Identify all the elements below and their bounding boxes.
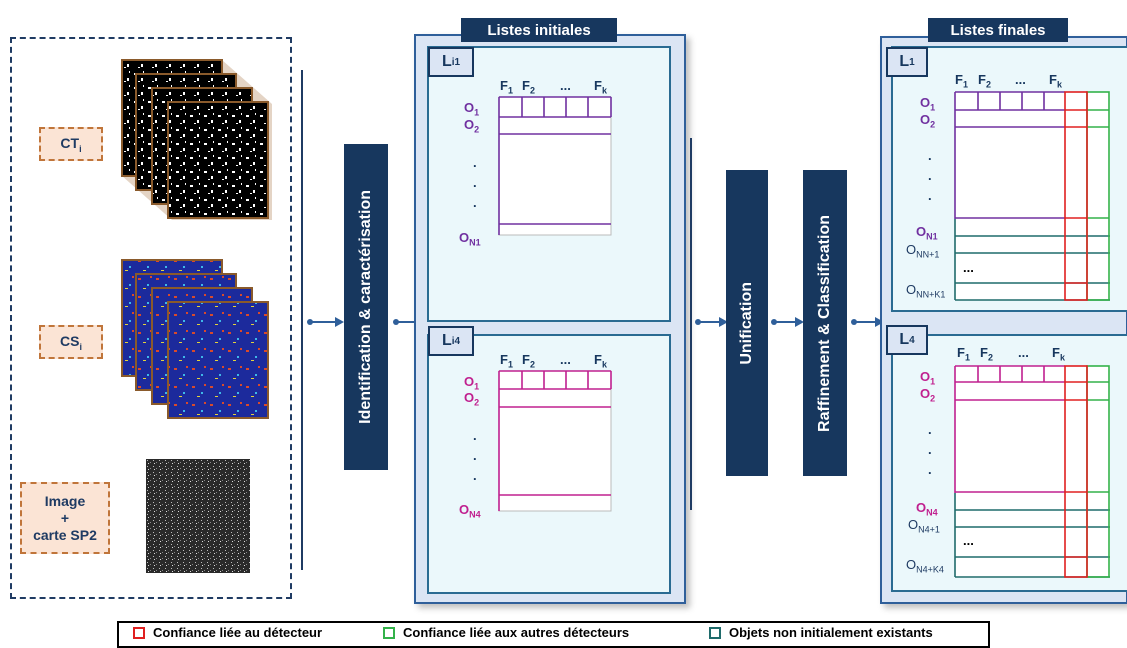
inputs-frame	[10, 37, 292, 599]
ft1-f2: F2	[978, 72, 991, 90]
final-table-1	[954, 91, 1110, 301]
ft1-extra1: ONN+1	[906, 242, 940, 260]
t4-vdot-3: .	[473, 468, 477, 483]
ft4-extra2: ON4+K4	[906, 557, 944, 575]
t1-f2: F2	[522, 78, 535, 96]
legend-label-new-objects: Objets non initialement existants	[729, 625, 933, 640]
t4-vdot-2: .	[473, 448, 477, 463]
cs-label-box: CSi	[39, 325, 103, 359]
ft4-on: ON4	[916, 500, 938, 518]
cs-image-stack	[121, 259, 269, 419]
initial-lists-header: Listes initiales	[461, 18, 617, 42]
t1-o1: O1	[464, 100, 480, 118]
ft4-f1: F1	[957, 345, 970, 363]
raffinement-label: Raffinement & Classification	[816, 214, 833, 432]
cs-label: CSi	[60, 332, 82, 352]
ft4-vdot-2: .	[928, 442, 932, 457]
unification-step: Unification	[726, 170, 768, 476]
final-lists-header: Listes finales	[928, 18, 1068, 42]
legend-label-other-detectors: Confiance liée aux autres détecteurs	[403, 625, 630, 640]
ft1-fk: Fk	[1049, 72, 1062, 90]
ft4-o1: O1	[920, 369, 936, 387]
final-table-4	[954, 365, 1110, 578]
legend-teal-square-icon	[709, 626, 721, 639]
ft1-fdots: ...	[1015, 72, 1026, 87]
t4-fk: Fk	[594, 352, 607, 370]
ct-label: CTi	[60, 134, 82, 154]
image-label-line3: carte SP2	[33, 526, 97, 543]
t1-on: ON1	[459, 230, 481, 248]
image-sp2-label-box: Image + carte SP2	[20, 482, 110, 554]
ft4-fk: Fk	[1052, 345, 1065, 363]
initial-bracket-line	[690, 138, 692, 510]
t4-fdots: ...	[560, 352, 571, 367]
sp2-noise-image	[146, 459, 250, 573]
ft1-f1: F1	[955, 72, 968, 90]
initial-table-4	[498, 370, 612, 512]
ft1-vdot-2: .	[928, 168, 932, 183]
t4-on: ON4	[459, 502, 481, 520]
image-label-line1: Image	[44, 492, 86, 509]
ft1-vdot-3: .	[928, 188, 932, 203]
legend-item-detector: Confiance liée au détecteur	[133, 625, 322, 640]
ft1-vdot-1: .	[928, 148, 932, 163]
t4-vdot-1: .	[473, 428, 477, 443]
raffinement-step: Raffinement & Classification	[803, 170, 847, 476]
t1-vdot-3: .	[473, 195, 477, 210]
t1-f1: F1	[500, 78, 513, 96]
t1-o2: O2	[464, 117, 480, 135]
ft4-vdot-3: .	[928, 462, 932, 477]
t4-o1: O1	[464, 374, 480, 392]
legend-label-detector: Confiance liée au détecteur	[153, 625, 323, 640]
unification-label: Unification	[738, 281, 755, 365]
ft1-extra2: ONN+K1	[906, 282, 946, 300]
arrow-to-final-lists	[851, 317, 884, 327]
t4-o2: O2	[464, 390, 480, 408]
legend-item-other-detectors: Confiance liée aux autres détecteurs	[383, 625, 629, 640]
ft4-hdots: ...	[963, 533, 974, 548]
t4-f2: F2	[522, 352, 535, 370]
ft1-o2: O2	[920, 112, 936, 130]
legend-item-new-objects: Objets non initialement existants	[709, 625, 933, 640]
arrow-to-raffinement	[771, 317, 804, 327]
image-label-line2: +	[60, 509, 70, 526]
ft4-extra1: ON4+1	[908, 517, 940, 535]
input-bracket-line	[301, 70, 303, 570]
ft1-hdots: ...	[963, 260, 974, 275]
arrow-to-unification	[695, 317, 728, 327]
arrow-to-identification	[307, 317, 344, 327]
t1-fk: Fk	[594, 78, 607, 96]
ft1-o1: O1	[920, 95, 936, 113]
ft4-vdot-1: .	[928, 422, 932, 437]
legend	[117, 621, 990, 648]
legend-red-square-icon	[133, 626, 145, 639]
t4-f1: F1	[500, 352, 513, 370]
ft4-fdots: ...	[1018, 345, 1029, 360]
identification-label: Identification & caractérisation	[357, 190, 374, 424]
t1-vdot-2: .	[473, 175, 477, 190]
ct-label-box: CTi	[39, 127, 103, 161]
legend-green-square-icon	[383, 626, 395, 639]
ft4-f2: F2	[980, 345, 993, 363]
ct-image-stack	[121, 59, 272, 220]
ft4-o2: O2	[920, 386, 936, 404]
t1-vdot-1: .	[473, 155, 477, 170]
ft1-on: ON1	[916, 224, 938, 242]
initial-table-1	[498, 96, 612, 236]
identification-step: Identification & caractérisation	[344, 144, 388, 470]
t1-fdots: ...	[560, 78, 571, 93]
